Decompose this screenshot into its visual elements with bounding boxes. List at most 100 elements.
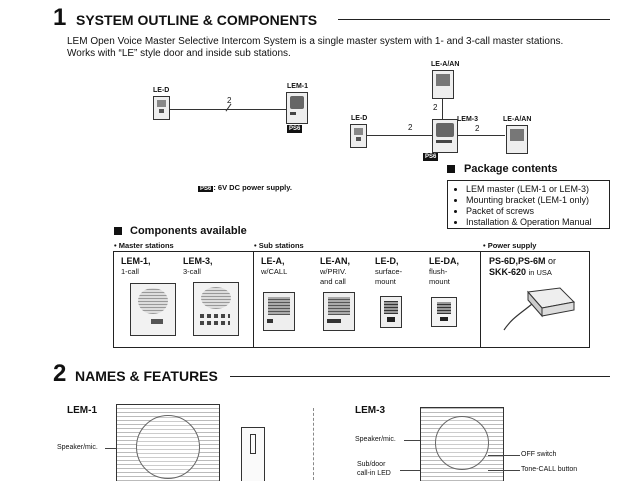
package-box: LEM master (LEM-1 or LEM-3) Mounting bra… xyxy=(447,180,610,229)
diagram2-right-label: LE-A/AN xyxy=(503,116,532,123)
component-desc: mount xyxy=(429,277,450,286)
intro-line-1: LEM Open Voice Master Selective Intercom… xyxy=(67,36,564,47)
lem3-tone-leader xyxy=(488,470,520,471)
le-an-station-image xyxy=(323,292,355,331)
diagram1-wire xyxy=(170,109,286,110)
component-name: LEM-3, xyxy=(183,256,213,266)
lem3-led-label: Sub/door call-in LED xyxy=(357,460,391,478)
component-desc: surface- xyxy=(375,267,403,276)
le-a-station-image xyxy=(263,292,295,331)
components-bullet-square xyxy=(114,227,122,235)
component-desc: mount xyxy=(375,277,396,286)
component-le-d: LE-D, surface- mount xyxy=(375,256,402,287)
diagram1-wire-count: 2 xyxy=(227,96,232,105)
cat-sub: • Sub stations xyxy=(254,241,304,250)
le-a-top-icon xyxy=(432,70,454,99)
diagram1-door-label: LE-D xyxy=(153,87,170,94)
section-number-2: 2 xyxy=(53,360,67,387)
lem1-station-image xyxy=(130,283,176,336)
diagram2-top-label: LE-A/AN xyxy=(431,61,460,68)
cat-power: • Power supply xyxy=(483,241,537,250)
features-lem3-title: LEM-3 xyxy=(355,405,385,416)
lem1-front-drawing xyxy=(116,404,220,481)
components-box xyxy=(113,251,590,348)
lem3-off-label: OFF switch xyxy=(521,451,557,458)
lem3-led-label-1: Sub/door xyxy=(357,461,386,468)
section2-divider xyxy=(230,376,610,377)
component-desc: w/CALL xyxy=(261,267,288,276)
component-desc: w/PRIV. xyxy=(320,267,347,276)
door-station-icon-2 xyxy=(350,124,367,148)
component-desc: flush- xyxy=(429,267,448,276)
section-number-1: 1 xyxy=(53,4,67,31)
ps-note-text: : 6V DC power supply. xyxy=(213,183,292,192)
diagram1-master-label: LEM-1 xyxy=(287,83,308,90)
component-desc: 1-call xyxy=(121,267,139,276)
power-adapter-image xyxy=(503,287,576,331)
package-item: Installation & Operation Manual xyxy=(466,217,605,228)
component-name: LEM-1, xyxy=(121,256,151,266)
ps6-badge-2: PS6 xyxy=(423,153,439,161)
package-item: LEM master (LEM-1 or LEM-3) xyxy=(466,184,605,195)
power-usa: in USA xyxy=(528,268,552,277)
lem3-tone-label: Tone-CALL button xyxy=(521,466,578,473)
features-divider xyxy=(313,408,315,480)
features-lem1-title: LEM-1 xyxy=(67,405,97,416)
lem3-led-label-2: call-in LED xyxy=(357,470,391,477)
components-divider-1 xyxy=(253,251,254,348)
lem1-speaker-label: Speaker/mic. xyxy=(57,444,98,451)
component-lem3: LEM-3, 3-call xyxy=(183,256,213,277)
diagram2-wire-left xyxy=(366,135,432,136)
lem3-speaker-label: Speaker/mic. xyxy=(355,436,396,443)
package-item: Mounting bracket (LEM-1 only) xyxy=(466,195,605,206)
lem3-station-image xyxy=(193,282,239,336)
component-le-a: LE-A, w/CALL xyxy=(261,256,287,277)
component-le-da: LE-DA, flush- mount xyxy=(429,256,459,287)
power-name-2: SKK-620 xyxy=(489,267,527,277)
component-name: LE-DA, xyxy=(429,256,459,266)
cat-master: • Master stations xyxy=(114,241,174,250)
diagram2-wire-top-count: 2 xyxy=(433,103,438,112)
door-station-icon xyxy=(153,96,170,120)
ps-note: PS6: 6V DC power supply. xyxy=(198,183,292,193)
component-lem1: LEM-1, 1-call xyxy=(121,256,151,277)
package-bullet-square xyxy=(447,165,455,173)
diagram2-wire-left-count: 2 xyxy=(408,123,413,132)
intro-line-2: Works with “LE” style door and inside su… xyxy=(67,48,291,59)
diagram2-wire-right-count: 2 xyxy=(475,124,480,133)
components-divider-2 xyxy=(480,251,481,348)
power-line-2: SKK-620 in USA xyxy=(489,267,556,278)
lem1-master-icon xyxy=(286,92,308,124)
power-line-1: PS-6D,PS-6M or xyxy=(489,256,556,267)
le-d-station-image xyxy=(380,296,402,328)
lem1-side-drawing xyxy=(241,427,265,481)
section-divider xyxy=(338,19,610,20)
component-le-an: LE-AN, w/PRIV. and call xyxy=(320,256,350,287)
components-title: Components available xyxy=(130,225,247,237)
component-desc: 3-call xyxy=(183,267,201,276)
diagram2-door-label: LE-D xyxy=(351,115,368,122)
component-desc: and call xyxy=(320,277,346,286)
power-or: or xyxy=(545,256,557,266)
ps6-badge-note: PS6 xyxy=(198,186,214,192)
component-name: LE-D, xyxy=(375,256,399,266)
intro-text: LEM Open Voice Master Selective Intercom… xyxy=(67,36,627,60)
diagram2-master-label: LEM-3 xyxy=(457,116,478,123)
package-item: Packet of screws xyxy=(466,206,605,217)
lem3-led-leader xyxy=(400,470,430,471)
section-title-2: NAMES & FEATURES xyxy=(75,368,218,384)
component-power: PS-6D,PS-6M or SKK-620 in USA xyxy=(489,256,556,278)
diagram2-wire-top xyxy=(442,98,443,119)
diagram2-wire-right xyxy=(457,135,505,136)
power-name-1: PS-6D,PS-6M xyxy=(489,256,546,266)
lem3-master-icon xyxy=(432,119,458,153)
section-title-1: SYSTEM OUTLINE & COMPONENTS xyxy=(76,12,318,28)
package-title: Package contents xyxy=(464,163,558,175)
lem3-front-drawing xyxy=(420,407,504,481)
package-list: LEM master (LEM-1 or LEM-3) Mounting bra… xyxy=(452,184,605,228)
component-name: LE-A, xyxy=(261,256,285,266)
lem3-off-leader xyxy=(488,455,520,456)
ps6-badge-1: PS6 xyxy=(287,125,303,133)
le-a-right-icon xyxy=(506,125,528,154)
le-da-station-image xyxy=(431,297,457,327)
